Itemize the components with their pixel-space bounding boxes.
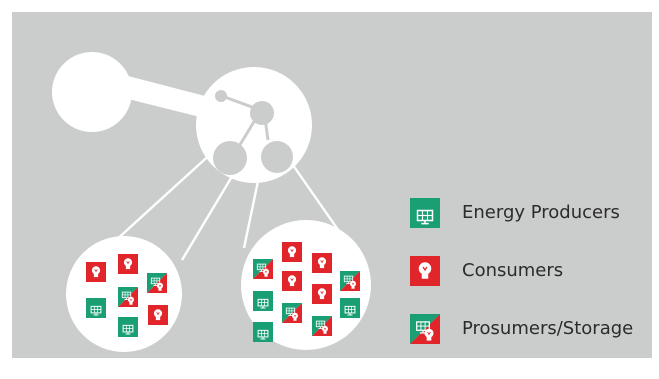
hub-child-left: [213, 141, 247, 175]
solar-panel-icon: [86, 298, 106, 318]
lightbulb-icon: [410, 256, 440, 286]
solar-panel-lightbulb-icon: [282, 303, 302, 323]
hub-small-node: [215, 90, 227, 102]
lightbulb-icon: [118, 254, 138, 274]
root-connector: [124, 76, 205, 117]
legend-label-producers: Energy Producers: [462, 202, 620, 223]
lightbulb-icon: [86, 262, 106, 282]
solar-panel-lightbulb-icon: [340, 271, 360, 291]
hub-node: [196, 67, 312, 183]
solar-panel-icon: [253, 322, 273, 342]
lightbulb-icon: [312, 284, 332, 304]
lightbulb-icon: [282, 271, 302, 291]
legend-label-prosumers: Prosumers/Storage: [462, 318, 634, 339]
cluster-nodes: [86, 242, 360, 342]
solar-panel-icon: [340, 298, 360, 318]
lightbulb-icon: [282, 242, 302, 262]
root-node: [52, 52, 132, 132]
lightbulb-icon: [312, 253, 332, 273]
solar-panel-icon: [410, 198, 440, 228]
solar-panel-lightbulb-icon: [410, 314, 440, 344]
lightbulb-icon: [148, 305, 168, 325]
solar-panel-lightbulb-icon: [147, 273, 167, 293]
solar-panel-lightbulb-icon: [253, 259, 273, 279]
top-network: [52, 52, 312, 183]
hub-child-right: [261, 141, 293, 173]
legend-label-consumers: Consumers: [462, 260, 564, 281]
solar-panel-lightbulb-icon: [312, 316, 332, 336]
hub-center-node: [250, 101, 274, 125]
right-cluster: [241, 220, 371, 350]
solar-panel-icon: [253, 291, 273, 311]
solar-panel-icon: [118, 317, 138, 337]
solar-panel-lightbulb-icon: [118, 287, 138, 307]
